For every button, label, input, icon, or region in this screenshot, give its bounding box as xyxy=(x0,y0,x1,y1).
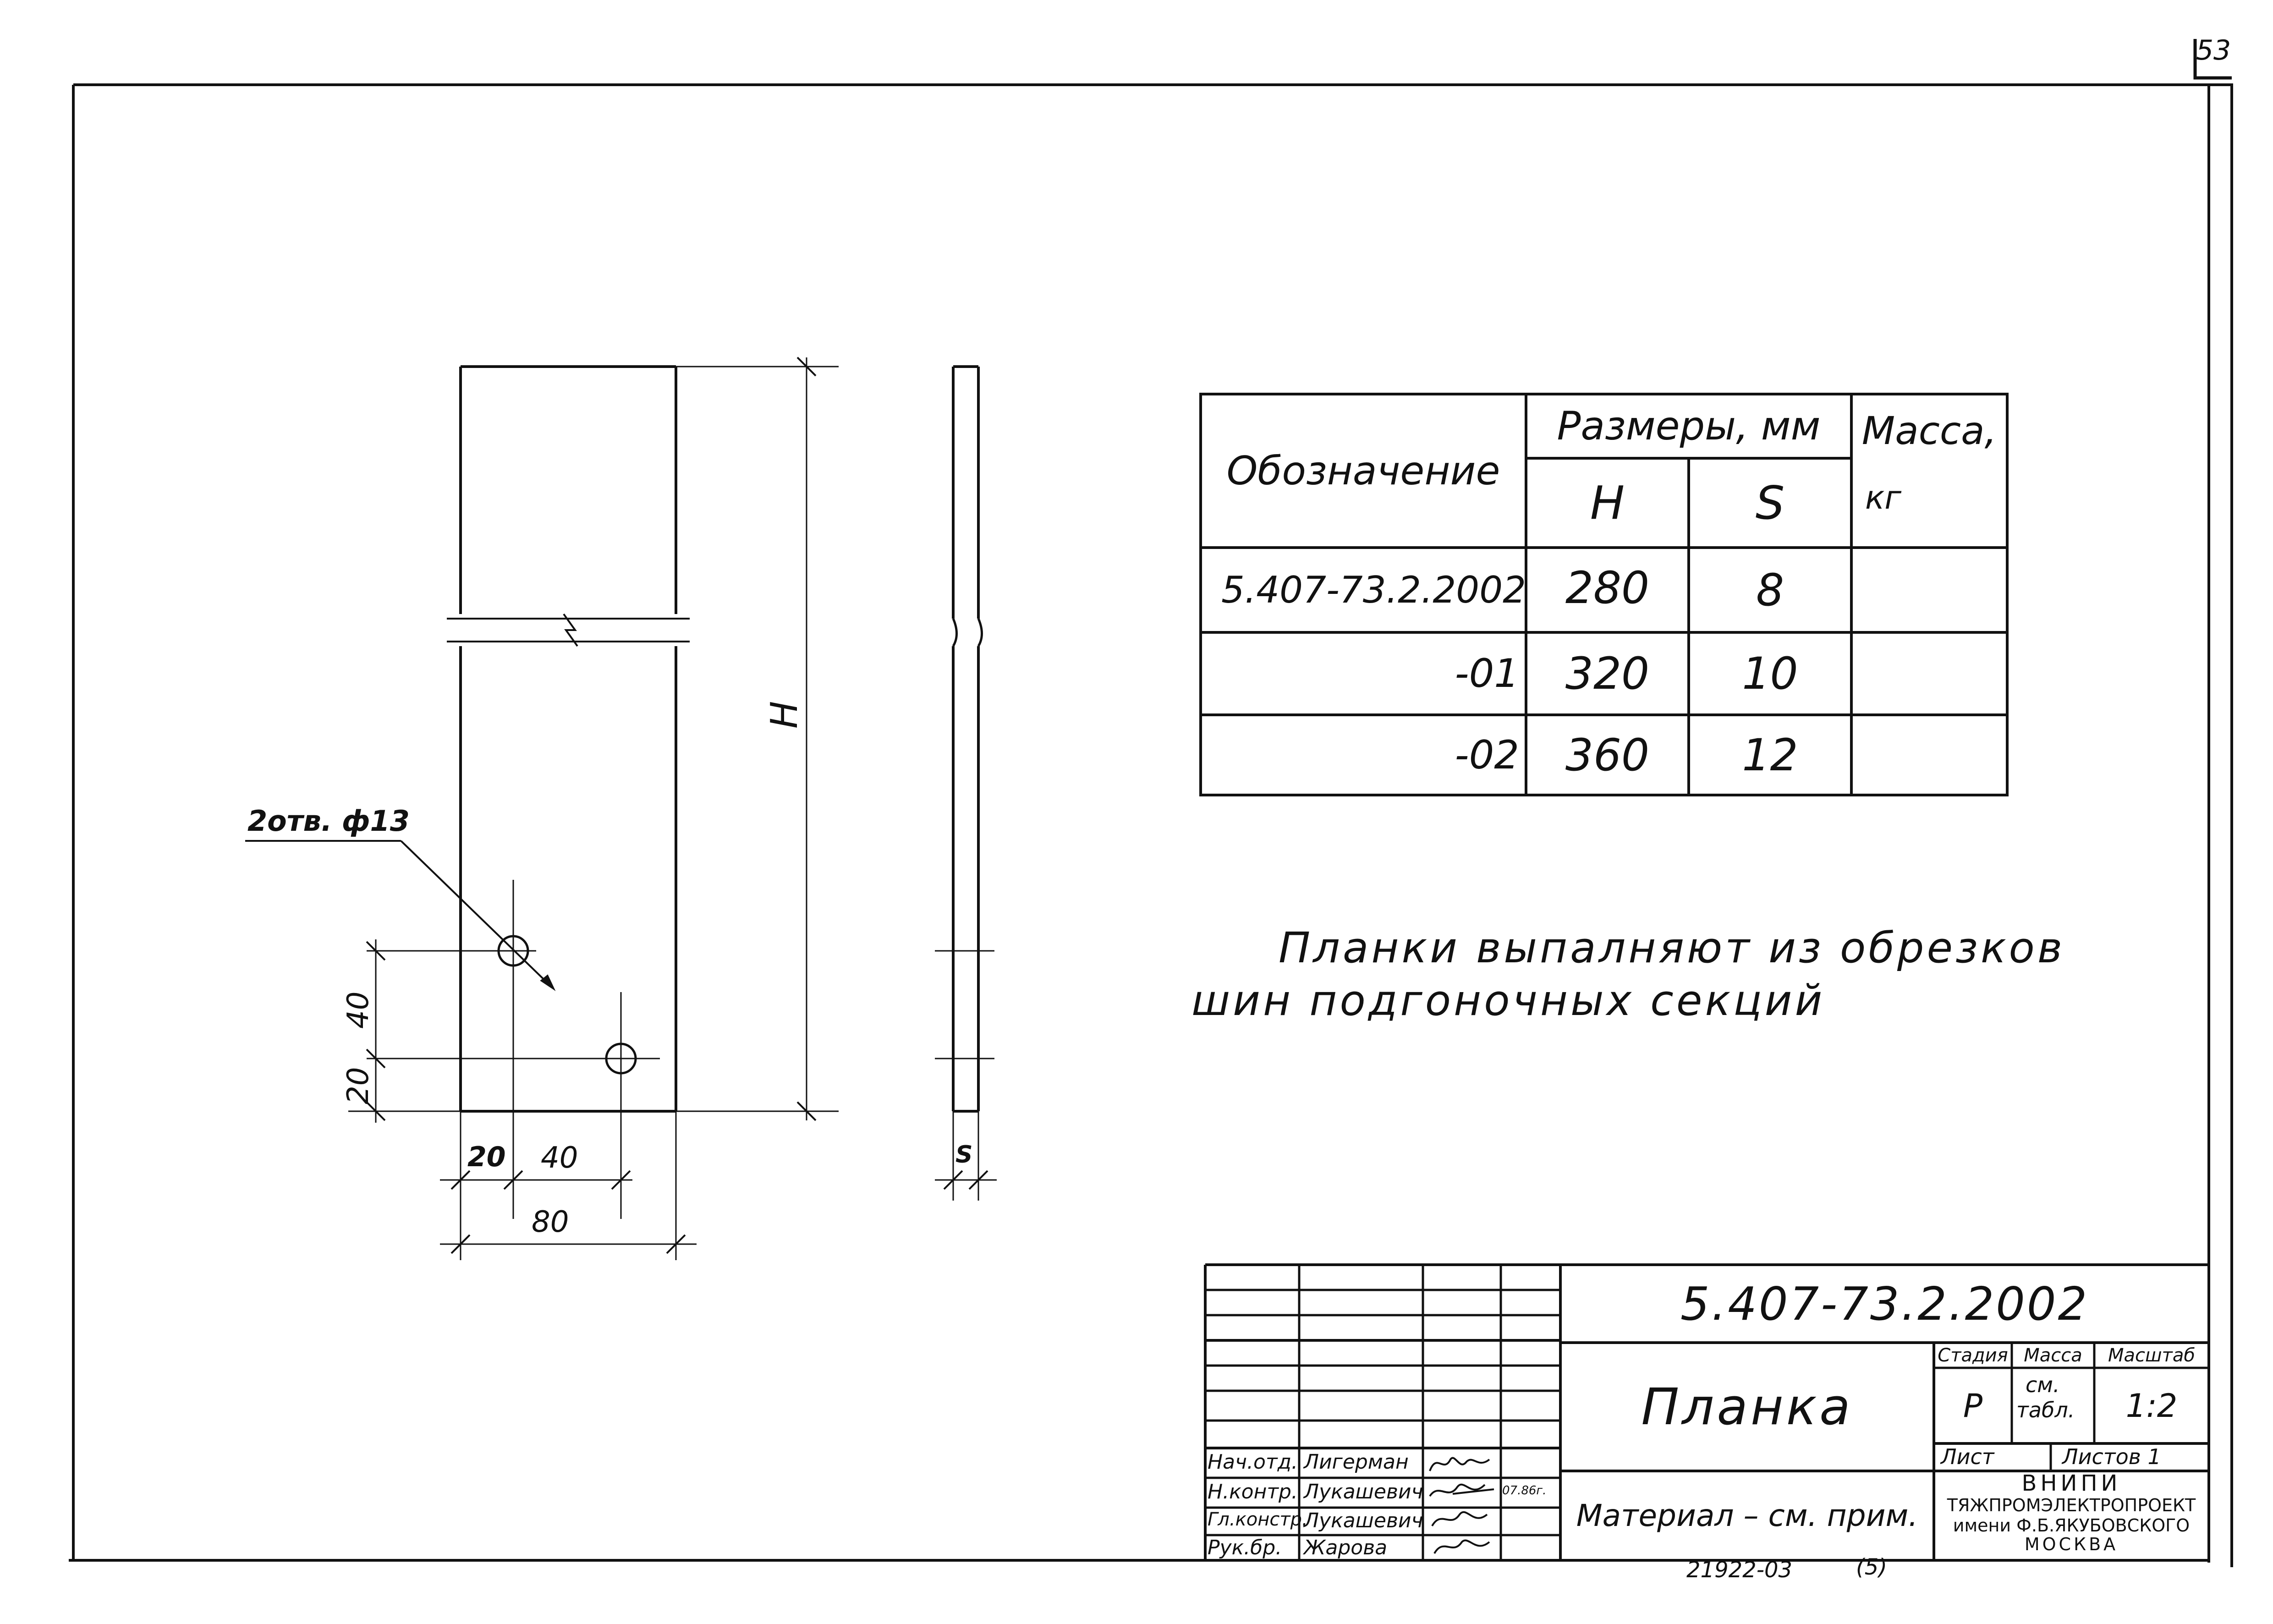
signature-role: Гл.констр. xyxy=(1208,1509,1308,1530)
title-block-stage-label: Стадия xyxy=(1938,1344,2008,1366)
title-block-title: Планка xyxy=(1641,1377,1853,1436)
signature-role: Рук.бр. xyxy=(1208,1536,1282,1559)
spec-row-h: 320 xyxy=(1565,648,1650,699)
spec-row-s: 12 xyxy=(1742,729,1798,781)
note-line-2: шин подгоночных секций xyxy=(1191,976,1825,1025)
footer-page: (5) xyxy=(1856,1554,1887,1580)
sheet-number: 53 xyxy=(2196,34,2231,66)
spec-header-h: H xyxy=(1590,476,1625,530)
spec-row-h: 360 xyxy=(1565,729,1650,781)
signature-role: Нач.отд. xyxy=(1208,1450,1298,1474)
title-block-org-line-3: имени Ф.Б.ЯКУБОВСКОГО xyxy=(1953,1515,2190,1536)
spec-header-dimensions: Размеры, мм xyxy=(1557,403,1821,449)
title-block-scale-value: 1:2 xyxy=(2125,1387,2178,1425)
title-block-org-line-1: ВНИПИ xyxy=(2021,1470,2121,1496)
dimension-hole-offset-vertical: 20 xyxy=(341,1067,375,1104)
title-block-stage-value: Р xyxy=(1963,1387,1983,1425)
title-block-mass-label: Масса xyxy=(2024,1344,2082,1366)
title-block-scale-label: Масштаб xyxy=(2108,1344,2196,1366)
footer-code: 21922-03 xyxy=(1686,1557,1793,1583)
dimension-thickness-label: S xyxy=(955,1141,973,1169)
signature-name: Жарова xyxy=(1304,1536,1388,1559)
dimension-hole-offset-horizontal: 20 xyxy=(467,1141,506,1173)
sheet-number-bracket xyxy=(2193,39,2232,80)
dimension-hole-spacing-horizontal: 40 xyxy=(541,1141,578,1175)
spec-row-designation: 5.407-73.2.2002 xyxy=(1221,569,1526,611)
spec-header-designation: Обозначение xyxy=(1226,448,1500,494)
title-block-org-line-4: МОСКВА xyxy=(2024,1534,2119,1554)
spec-header-s: S xyxy=(1755,476,1785,530)
signature-name: Лукашевич xyxy=(1304,1480,1423,1503)
spec-row-designation: -02 xyxy=(1455,732,1519,778)
signature-role: Н.контр. xyxy=(1208,1480,1298,1503)
sheet-frame xyxy=(73,83,2233,1567)
spec-row-mass xyxy=(1851,632,2007,715)
note-line-1: Планки выпалняют из обрезков xyxy=(1279,923,2065,972)
dimension-width: 80 xyxy=(532,1205,569,1239)
title-block-sheet-label: Лист xyxy=(1941,1444,1994,1469)
handwritten-signatures xyxy=(1429,1457,1494,1554)
spec-row-s: 10 xyxy=(1742,648,1798,699)
spec-row-h: 280 xyxy=(1565,562,1650,614)
hole-callout: 2отв. ф13 xyxy=(247,804,410,838)
spec-row-mass xyxy=(1851,715,2007,795)
spec-row-mass xyxy=(1851,548,2007,632)
spec-row-designation: -01 xyxy=(1455,651,1519,697)
spec-header-mass: Масса, xyxy=(1861,408,1997,453)
title-block-mass-value-2: табл. xyxy=(2016,1398,2075,1422)
title-block-mass-value-1: см. xyxy=(2026,1372,2060,1397)
title-block-org-line-2: ТЯЖПРОМЭЛЕКТРОПРОЕКТ xyxy=(1947,1495,2196,1515)
dimension-hole-spacing-vertical: 40 xyxy=(341,991,375,1029)
title-block-material: Материал – см. прим. xyxy=(1576,1498,1918,1533)
spec-header-mass-unit: кг xyxy=(1865,479,1902,516)
dimension-height-label: H xyxy=(763,701,806,729)
signature-name: Лукашевич xyxy=(1304,1509,1423,1532)
signature-date: 07.86г. xyxy=(1502,1484,1547,1498)
title-block-sheets-label: Листов 1 xyxy=(2062,1444,2161,1469)
spec-row-s: 8 xyxy=(1756,564,1784,616)
signature-name: Лигерман xyxy=(1304,1450,1409,1474)
title-block-doc-code: 5.407-73.2.2002 xyxy=(1680,1277,2089,1331)
